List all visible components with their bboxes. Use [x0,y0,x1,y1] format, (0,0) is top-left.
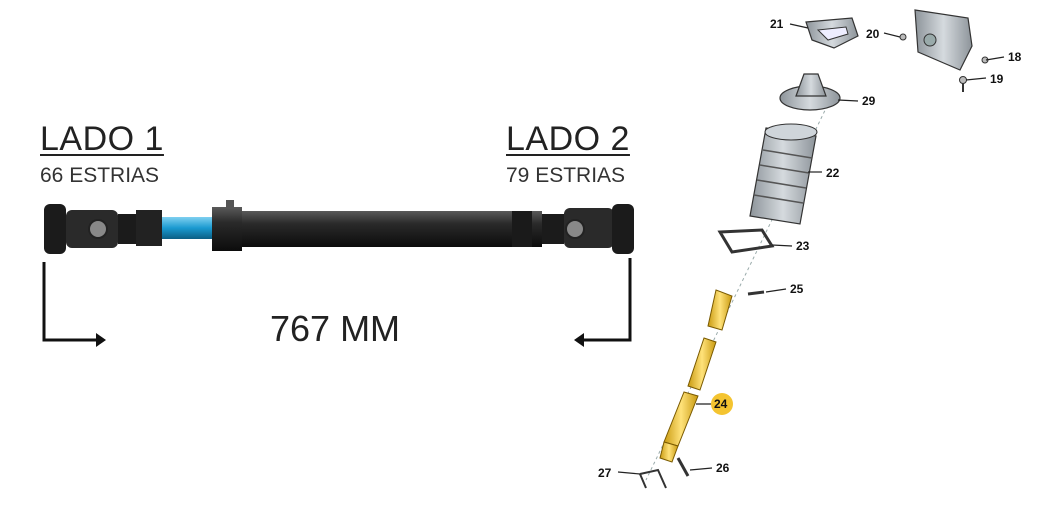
callout-23: 23 [796,239,810,253]
callout-24-highlight [711,393,733,415]
side-2-splines: 79 ESTRIAS [506,164,626,187]
side-2-title: LADO 2 [506,120,630,158]
part-24-intermediate-shaft [659,289,733,463]
side-1-title: LADO 1 [40,120,164,158]
part-25-bolt [747,290,765,296]
left-universal-joint [44,204,136,254]
main-tube [242,211,542,247]
length-arrow-left [42,262,106,347]
left-spline-sleeve [136,210,162,246]
callout-20: 20 [866,27,880,41]
side-1-splines: 66 ESTRIAS [40,164,160,187]
middle-clamp [212,207,242,251]
length-arrow-right [574,258,632,347]
part-19-bolt [959,76,967,84]
part-26-pin [676,457,690,477]
callout-27: 27 [598,466,612,480]
right-spline-sleeve [542,214,564,244]
callout-18: 18 [1008,50,1022,64]
blue-collapsible-section [162,217,212,239]
shaft-length-label: 767 MM [270,308,401,349]
callout-24: 24 [714,397,728,411]
part-20-screw [899,33,907,41]
part-22-bellows [749,123,818,225]
callout-21: 21 [770,17,784,31]
steering-shaft [44,200,634,254]
exploded-parts-diagram: 21 20 18 19 29 22 23 25 24 26 27 [598,9,1022,489]
right-universal-joint [564,204,634,254]
callout-26: 26 [716,461,730,475]
mounting-bracket [914,9,973,71]
callout-22: 22 [826,166,840,180]
callout-29: 29 [862,94,876,108]
part-27-clip [639,468,667,489]
callout-19: 19 [990,72,1004,86]
callout-25: 25 [790,282,804,296]
part-23-gasket [717,228,775,254]
